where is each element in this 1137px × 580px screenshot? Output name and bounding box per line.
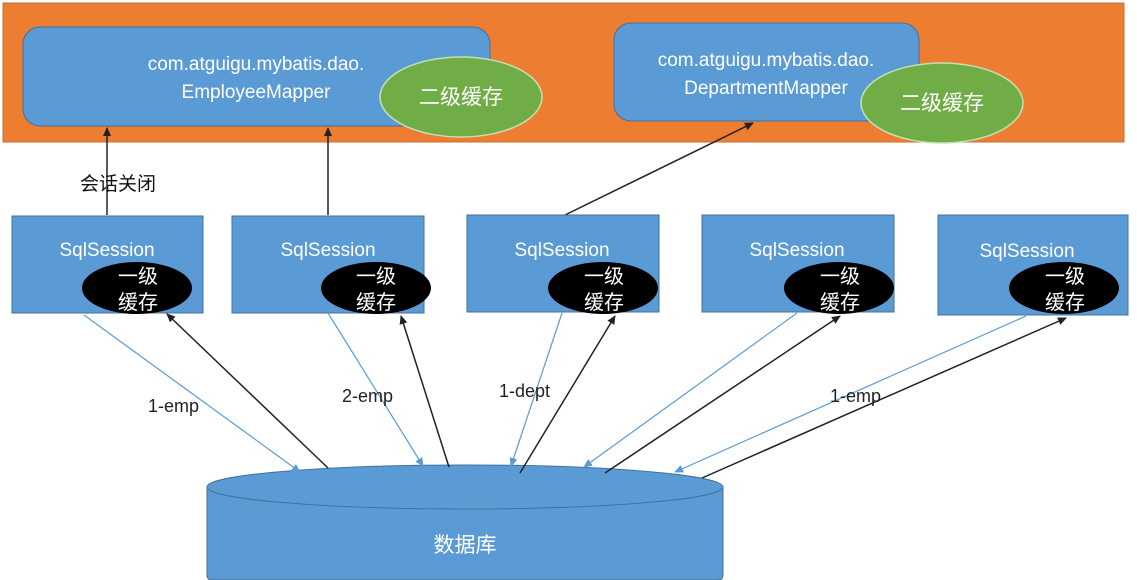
sql-session-label: SqlSession <box>749 240 844 261</box>
l1-cache-label-line2: 缓存 <box>118 291 158 314</box>
request-arrow-1 <box>83 314 301 473</box>
l1-cache <box>321 262 431 314</box>
sql-session-3: SqlSession 一级 缓存 <box>466 214 660 314</box>
sql-session-label: SqlSession <box>514 240 609 261</box>
request-arrow-2 <box>327 312 424 467</box>
mapper-employee-line2: EmployeeMapper <box>182 82 332 103</box>
mapper-department-line1: com.atguigu.mybatis.dao. <box>658 50 875 71</box>
sql-session-label: SqlSession <box>979 241 1074 262</box>
l1-cache <box>784 262 894 314</box>
mapper-employee-line1: com.atguigu.mybatis.dao. <box>148 54 365 75</box>
l2-cache-employee <box>379 56 543 138</box>
response-arrow-5 <box>701 317 1067 479</box>
sql-session-2: SqlSession 一级 缓存 <box>231 215 431 314</box>
l1-cache-label-line2: 缓存 <box>584 291 624 314</box>
database-label: 数据库 <box>434 534 497 557</box>
request-arrow-4 <box>583 312 798 468</box>
query-label-4: 1-emp <box>830 386 881 406</box>
l1-cache <box>548 262 658 314</box>
sql-session-1: SqlSession 一级 缓存 <box>11 215 204 314</box>
l1-cache-label-line2: 缓存 <box>1045 291 1085 314</box>
query-label-2: 2-emp <box>342 386 393 406</box>
request-arrow-5 <box>674 315 1027 473</box>
l2-cache-department <box>860 62 1024 144</box>
sql-session-5: SqlSession 一级 缓存 <box>937 214 1129 316</box>
database-body <box>206 486 724 580</box>
database-top <box>206 464 724 510</box>
response-arrow-2 <box>399 315 450 468</box>
l2-cache-employee-label: 二级缓存 <box>419 86 503 109</box>
l1-cache-label-line2: 缓存 <box>356 291 396 314</box>
mapper-employee: com.atguigu.mybatis.dao. EmployeeMapper … <box>22 26 543 138</box>
l1-cache-label-line1: 一级 <box>356 265 396 288</box>
l1-cache-label-line1: 一级 <box>584 265 624 288</box>
l1-cache-label-line1: 一级 <box>1045 265 1085 288</box>
session-close-label: 会话关闭 <box>80 173 156 195</box>
request-arrow-3 <box>509 312 563 467</box>
l1-cache-label-line1: 一级 <box>820 265 860 288</box>
database: 数据库 <box>206 464 724 580</box>
l2-cache-department-label: 二级缓存 <box>900 92 984 115</box>
sql-session-label: SqlSession <box>280 240 375 261</box>
response-arrow-1 <box>166 313 329 469</box>
mapper-department: com.atguigu.mybatis.dao. DepartmentMappe… <box>613 22 1024 144</box>
mapper-department-line2: DepartmentMapper <box>684 78 848 99</box>
sql-session-4: SqlSession 一级 缓存 <box>701 214 895 314</box>
l1-cache <box>1009 262 1119 314</box>
response-arrow-3 <box>519 315 616 474</box>
sql-session-label: SqlSession <box>59 240 154 261</box>
query-label-1: 1-emp <box>148 396 199 416</box>
l1-cache-label-line1: 一级 <box>118 265 158 288</box>
l1-cache <box>82 262 192 314</box>
query-label-3: 1-dept <box>499 381 550 401</box>
arrow-session3-to-department <box>564 122 754 216</box>
response-arrow-4 <box>604 315 841 474</box>
l1-cache-label-line2: 缓存 <box>820 291 860 314</box>
